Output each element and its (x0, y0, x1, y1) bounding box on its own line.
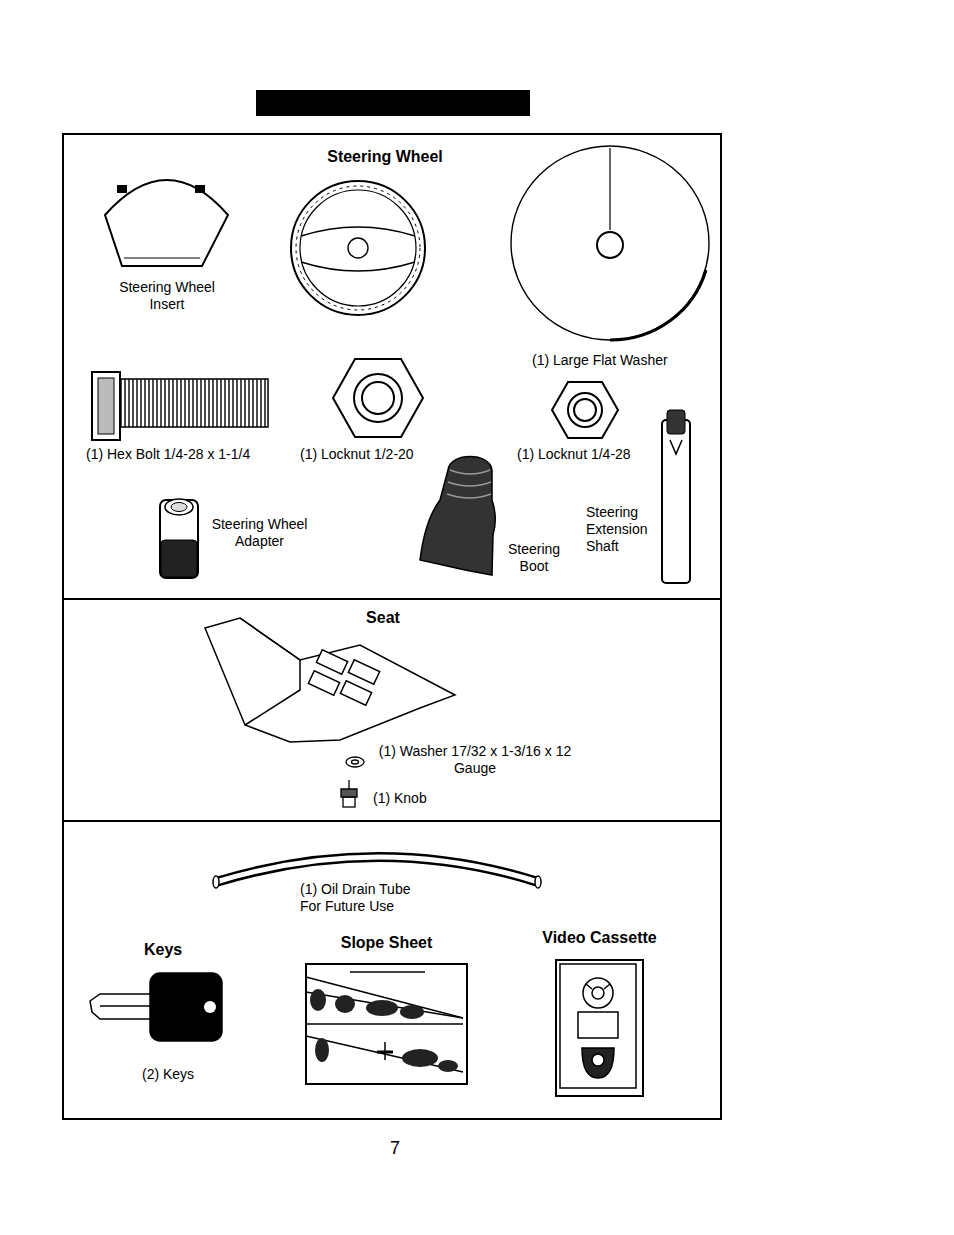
part-name: (1) Hex Bolt 1/4-28 x 1-1/4 (86, 446, 296, 463)
washer (346, 757, 364, 767)
key (90, 973, 222, 1041)
part-name: (1) Locknut 1/4-28 (517, 446, 667, 463)
video-cassette-art (560, 964, 636, 1088)
part-name: (1) Knob (373, 790, 473, 807)
steering-boot (420, 457, 495, 576)
video-cassette-box: Video Cassette (555, 959, 644, 1097)
section-heading: Video Cassette (525, 928, 674, 947)
part-name: (1) Oil Drain Tube For Future Use (300, 881, 432, 915)
title-bar (256, 90, 530, 116)
part-name: (1) Locknut 1/2-20 (300, 446, 450, 463)
steering-wheel-adapter (160, 499, 198, 578)
part-name: Steering Boot (498, 541, 570, 575)
slope-sheet-box: Slope Sheet (305, 963, 468, 1085)
seat (205, 618, 455, 742)
section-heading: Slope Sheet (285, 933, 488, 952)
parts-panel: (1) Oil Drain Tube For Future UseKeys (2)… (62, 820, 722, 1120)
page-number: 7 (380, 1138, 410, 1159)
parts-panel: Steering WheelSteering Wheel Insert (1) L… (62, 133, 722, 600)
section-heading: Keys (144, 940, 214, 959)
part-name: Steering Wheel Adapter (202, 516, 317, 550)
part-name: Steering Wheel Insert (112, 279, 222, 313)
parts-panel: Seat (1) Washer 17/32 x 1-3/16 x 12 Gauge… (62, 598, 722, 822)
section-heading: Seat (343, 608, 423, 627)
large-flat-washer (511, 146, 709, 340)
steering-extension-shaft (662, 410, 690, 583)
part-name: Steering Extension Shaft (586, 504, 660, 554)
steering-wheel (291, 181, 425, 315)
part-name: (1) Washer 17/32 x 1-3/16 x 12 Gauge (375, 743, 575, 777)
section-heading: Steering Wheel (295, 147, 475, 166)
locknut (552, 382, 618, 438)
hex-bolt (92, 372, 268, 440)
part-name: (1) Large Flat Washer (532, 352, 722, 369)
locknut (333, 359, 423, 437)
part-name: (2) Keys (142, 1066, 232, 1083)
slope-sheet-art (306, 972, 463, 1072)
steering-wheel-insert (105, 180, 228, 266)
knob (341, 780, 357, 807)
